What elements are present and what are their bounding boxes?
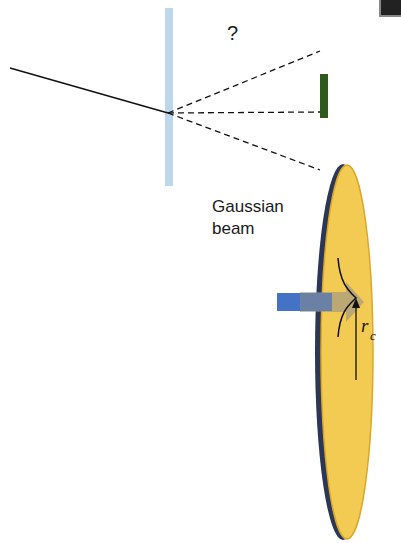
corner-box: [380, 0, 401, 16]
beam-label: Gaussian beam: [212, 196, 292, 240]
incident-ray: [10, 68, 168, 113]
radius-arrow: [355, 306, 356, 380]
question-mark: ?: [227, 22, 238, 44]
beam-arrow: [300, 282, 364, 322]
disk: [321, 165, 373, 539]
arrow-head: [352, 298, 360, 308]
scattered-rays: [168, 51, 320, 170]
detector: [320, 74, 328, 118]
radius-subscript: c: [370, 329, 376, 343]
gaussian-profile: [338, 258, 356, 337]
radius-symbol: r: [361, 316, 368, 337]
plate: [165, 8, 173, 186]
